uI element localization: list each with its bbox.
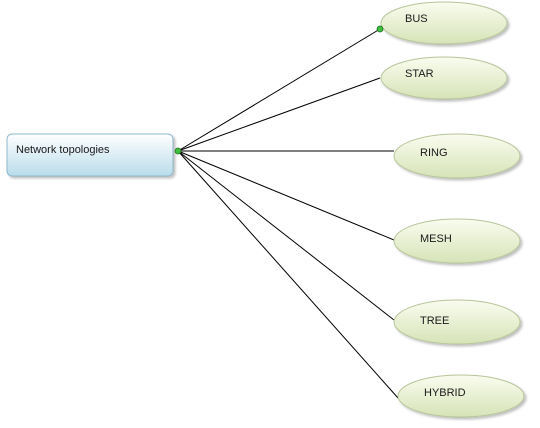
node-mesh-label: MESH bbox=[420, 233, 452, 245]
node-ring-label: RING bbox=[420, 147, 448, 159]
root-node[interactable]: Network topologies bbox=[6, 133, 174, 177]
root-node-label: Network topologies bbox=[16, 144, 110, 156]
connector-hybrid bbox=[177, 150, 399, 399]
node-bus[interactable]: BUS bbox=[380, 1, 508, 45]
connector-tree bbox=[177, 150, 395, 321]
connectors bbox=[177, 28, 399, 399]
connector-dot-bus[interactable] bbox=[376, 25, 384, 33]
connector-bus bbox=[177, 28, 381, 152]
node-hybrid-label: HYBRID bbox=[424, 387, 466, 399]
node-mesh[interactable]: MESH bbox=[393, 218, 521, 264]
node-ring[interactable]: RING bbox=[393, 133, 521, 179]
node-star-label: STAR bbox=[405, 68, 434, 80]
connector-dot-root[interactable] bbox=[174, 147, 182, 155]
connector-star bbox=[177, 77, 381, 152]
node-tree-label: TREE bbox=[420, 315, 449, 327]
node-star[interactable]: STAR bbox=[380, 56, 508, 100]
node-hybrid[interactable]: HYBRID bbox=[397, 374, 525, 418]
node-tree[interactable]: TREE bbox=[393, 299, 521, 345]
node-bus-label: BUS bbox=[405, 13, 428, 25]
connector-mesh bbox=[177, 150, 395, 241]
